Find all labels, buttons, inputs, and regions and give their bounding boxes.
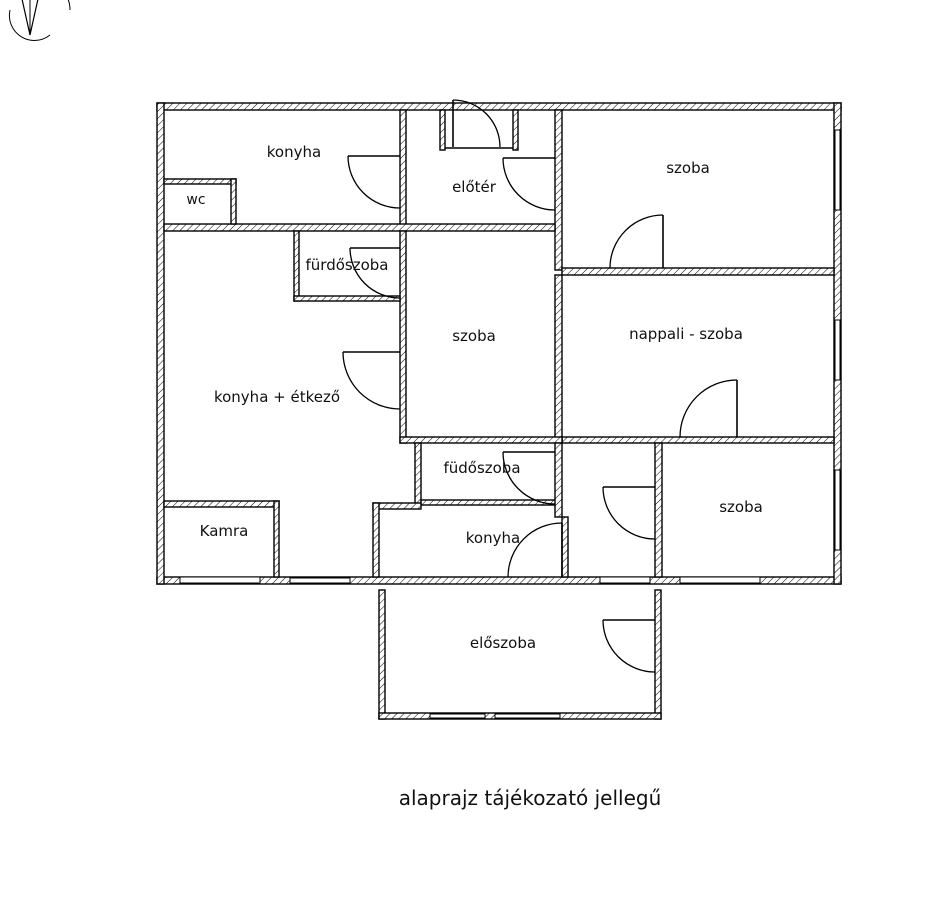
label-kamra: Kamra [200, 522, 249, 540]
label-eloszoba: előszoba [470, 634, 536, 652]
windows [179, 129, 841, 584]
label-konyha-etkezo: konyha + étkező [214, 388, 340, 406]
room-labels: konyha wc előtér szoba fürdőszoba szoba … [186, 143, 762, 652]
label-nappali: nappali - szoba [629, 325, 743, 343]
plan-caption: alaprajz tájékozató jellegű [398, 786, 662, 810]
label-fudoszoba: füdőszoba [443, 459, 520, 477]
label-furdoszoba: fürdőszoba [306, 256, 389, 274]
label-szoba-top: szoba [666, 159, 710, 177]
label-szoba-middle: szoba [452, 327, 496, 345]
eloszoba-walls [378, 589, 662, 720]
label-eloter: előtér [452, 178, 497, 196]
label-konyha-top: konyha [267, 143, 321, 161]
north-arrow-icon [8, 0, 71, 41]
label-konyha-bottom: konyha [466, 529, 520, 547]
interior-walls [163, 109, 835, 578]
label-wc: wc [186, 192, 205, 208]
doors [342, 99, 738, 673]
label-szoba-right: szoba [719, 498, 763, 516]
